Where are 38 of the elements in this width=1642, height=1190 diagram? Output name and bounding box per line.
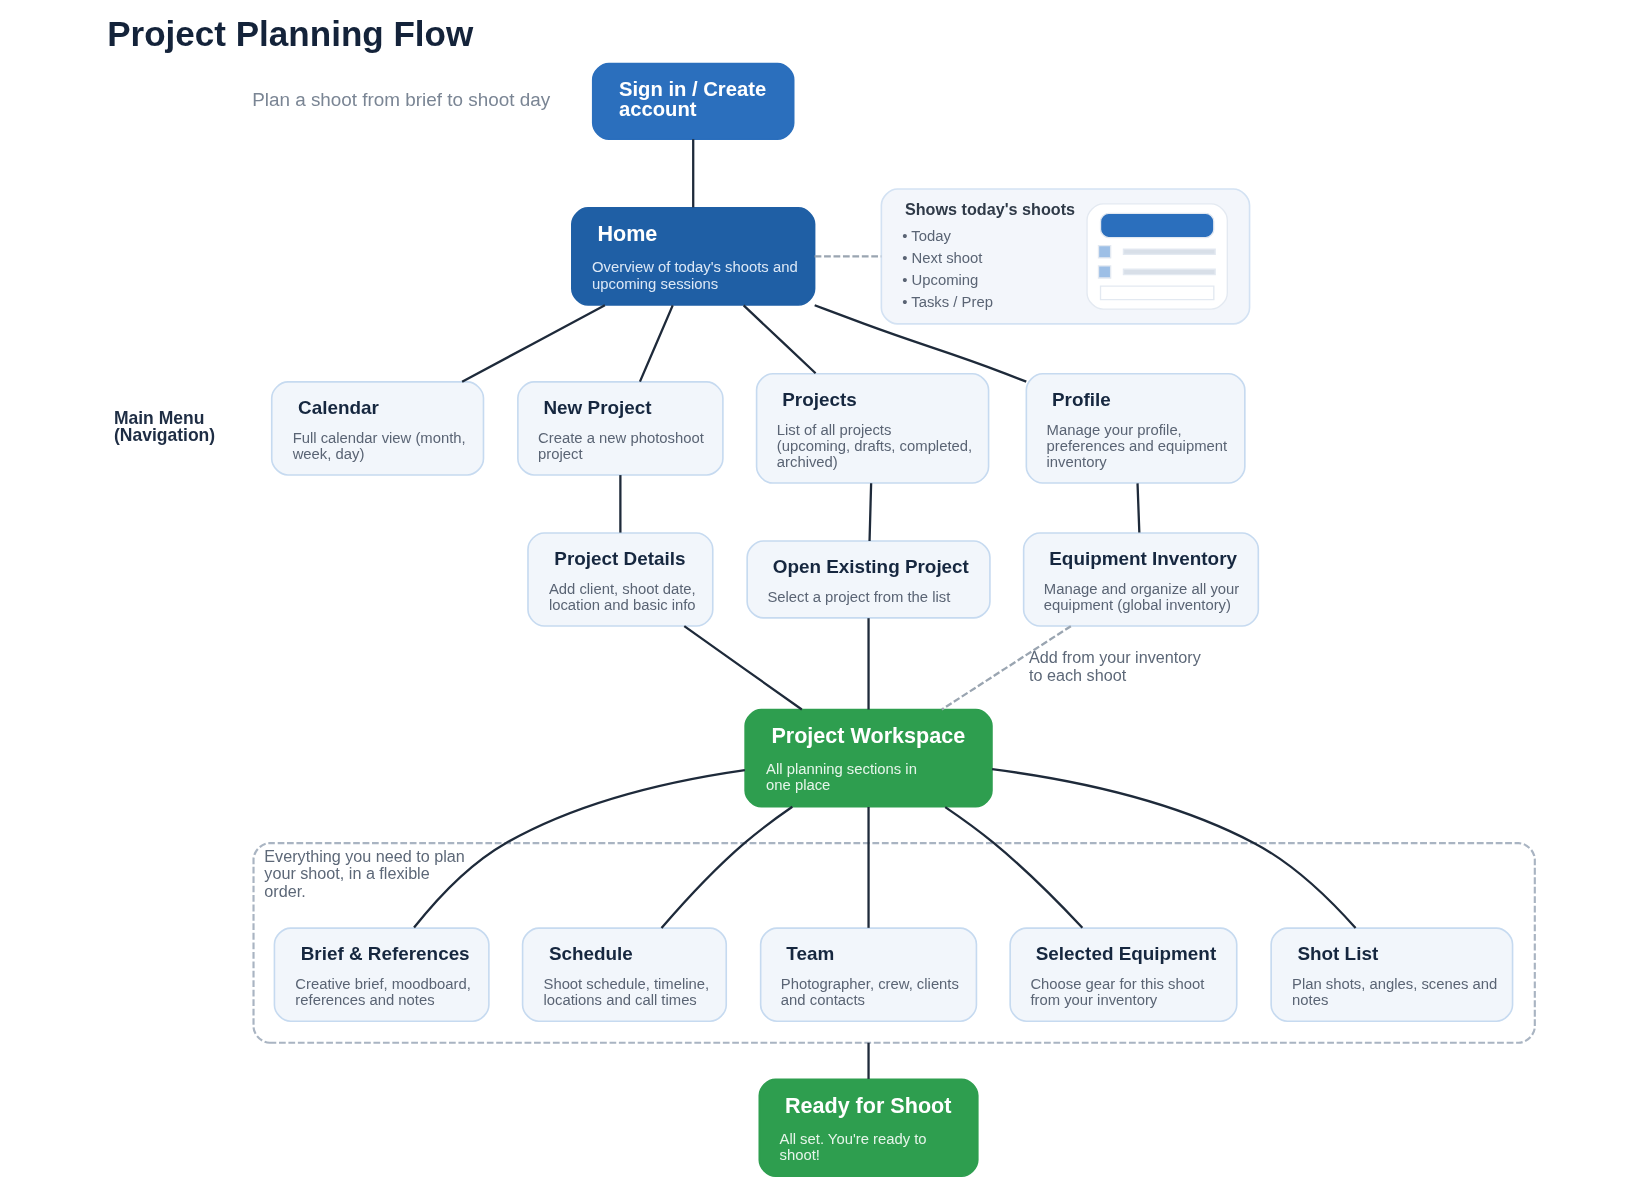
node-box: Equipment Inventory Manage and organize all your equipment (global inventory) xyxy=(1022,532,1260,627)
node-box: Sign in / Create account xyxy=(591,62,795,140)
node-box: Projects List of all projects (upcoming, drafts, completed, archived) xyxy=(755,373,990,484)
node-box: Team Photographer, crew, clients and contacts xyxy=(759,927,978,1022)
diagram-title: Project Planning Flow xyxy=(107,13,474,53)
connector xyxy=(941,625,1072,711)
node-box: Shows today's shoots • Today • Next shoot • Upcoming • Tasks / Prep xyxy=(880,188,1251,325)
connector xyxy=(991,768,1357,929)
node-box: Schedule Shoot schedule, timeline, locations and call times xyxy=(521,927,728,1022)
node-box: Brief & References Creative brief, moodboard, references and notes xyxy=(273,927,490,1022)
connector xyxy=(867,807,870,928)
node-box: Ready for Shoot All set. You're ready to shoot! xyxy=(758,1078,979,1178)
connector xyxy=(461,304,606,383)
edge-label: Add from your inventory to each shoot xyxy=(1029,648,1201,684)
connector xyxy=(814,304,1027,383)
connector xyxy=(868,483,873,541)
label: Main Menu (Navigation) xyxy=(113,407,216,446)
node-box: Project Details Add client, shoot date, location and basic info xyxy=(527,532,714,627)
connector xyxy=(742,304,817,375)
connector xyxy=(413,768,746,929)
connector xyxy=(1136,483,1141,533)
connector xyxy=(867,618,870,710)
connector xyxy=(660,805,793,929)
connector xyxy=(638,304,674,383)
node-box: Shot List Plan shots, angles, scenes and notes xyxy=(1270,927,1514,1022)
connector xyxy=(867,1042,870,1079)
node-box: Selected Equipment Choose gear for this shoot from your inventory xyxy=(1009,927,1238,1022)
node-box: Home Overview of today's shoots and upcoming sessions xyxy=(571,207,816,306)
connector xyxy=(683,625,803,711)
node-box: Open Existing Project Select a project from the list xyxy=(746,540,991,619)
connector xyxy=(944,806,1084,929)
connector xyxy=(619,475,622,533)
node-box: New Project Create a new photoshoot project xyxy=(517,381,724,476)
node-box: Project Workspace All planning sections in one place xyxy=(744,708,993,808)
connector xyxy=(692,139,695,208)
label: Plan a shoot from brief to shoot day xyxy=(252,89,551,111)
node-box: Calendar Full calendar view (month, week, day) xyxy=(270,381,485,476)
node-box: Profile Manage your profile, preferences and equipment inventory xyxy=(1025,373,1246,484)
